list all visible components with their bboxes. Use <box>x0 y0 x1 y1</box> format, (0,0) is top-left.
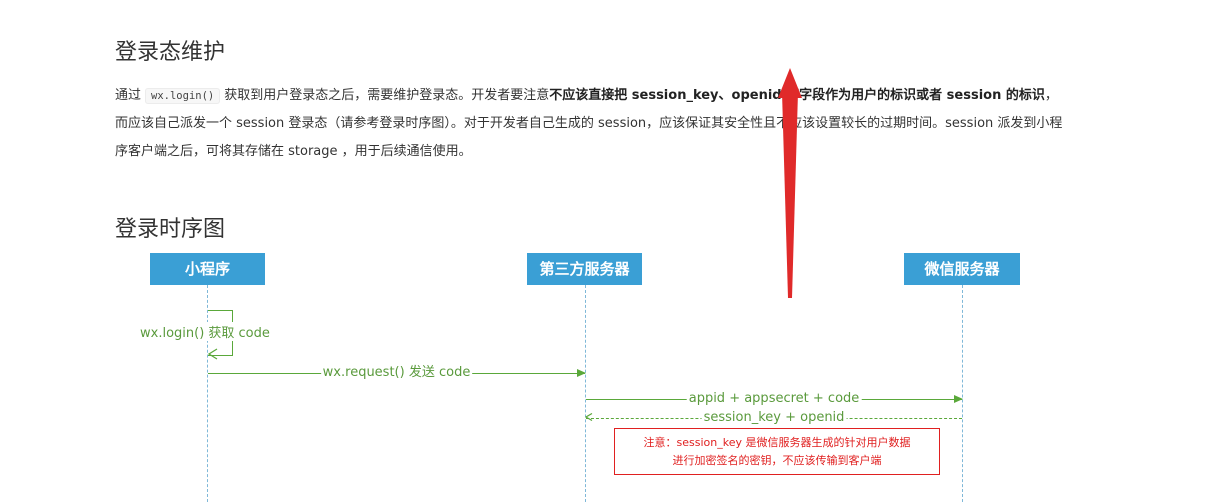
message-session-key-openid: session_key + openid <box>585 410 962 426</box>
section-heading-sequence-diagram: 登录时序图 <box>115 217 226 242</box>
inline-code-wx-login: wx.login() <box>145 88 221 104</box>
para-text-3: ，而应该自己派发一个 session 登录态（请参考登录时序图）。对于开发者自己… <box>115 88 1063 159</box>
lifeline-wechat-server <box>962 285 963 502</box>
para-text-1: 通过 <box>115 88 142 103</box>
message-session-key-openid-label: session_key + openid <box>701 410 847 426</box>
message-appid-secret: appid + appsecret + code <box>586 391 963 407</box>
para-bold-warning: 不应该直接把 session_key、openid 等字段作为用户的标识或者 s… <box>549 88 1045 103</box>
warning-note-line-2: 进行加密签名的密钥，不应该传输到客户端 <box>672 454 882 467</box>
actor-miniprogram: 小程序 <box>150 253 265 285</box>
arrow-left-icon <box>585 413 593 421</box>
lifeline-third-party-server <box>585 285 586 502</box>
message-appid-secret-label: appid + appsecret + code <box>686 391 862 407</box>
lifeline-miniprogram <box>207 285 208 502</box>
para-text-2: 获取到用户登录态之后，需要维护登录态。开发者要注意 <box>224 88 550 103</box>
actor-third-party-server: 第三方服务器 <box>527 253 642 285</box>
warning-note-line-1: 注意：session_key 是微信服务器生成的针对用户数据 <box>643 436 911 449</box>
section-heading-login-state: 登录态维护 <box>115 40 226 65</box>
message-wx-request-label: wx.request() 发送 code <box>320 365 473 381</box>
arrow-right-icon <box>954 395 963 403</box>
message-wx-request: wx.request() 发送 code <box>208 365 586 381</box>
actor-wechat-server: 微信服务器 <box>904 253 1020 285</box>
arrow-right-icon <box>577 369 586 377</box>
self-call-arrow-icon <box>208 348 218 360</box>
warning-note: 注意：session_key 是微信服务器生成的针对用户数据 进行加密签名的密钥… <box>614 428 940 475</box>
message-self-login: wx.login() 获取 code <box>138 322 272 341</box>
